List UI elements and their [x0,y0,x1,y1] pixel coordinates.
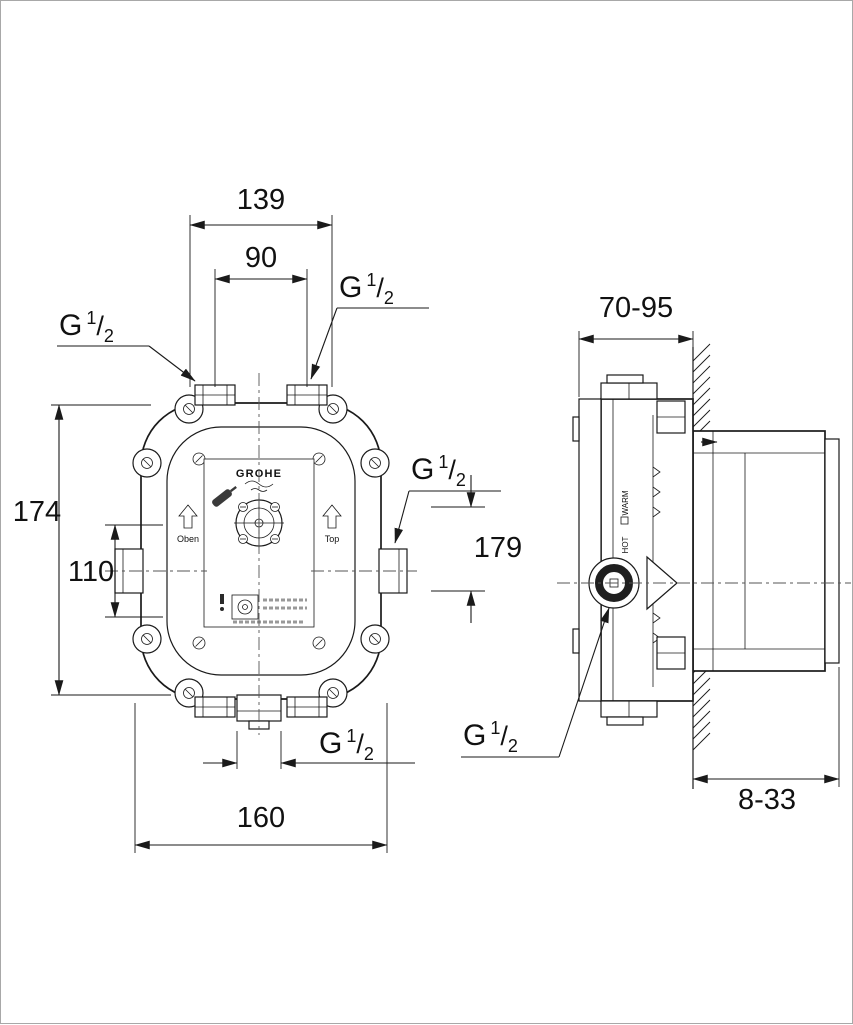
dim-70-95: 70-95 [578,292,694,397]
oben-label: Oben [177,534,199,544]
dim-90-label: 90 [245,242,277,274]
dim-139: 139 [189,184,333,387]
dim-90: 90 [214,242,308,387]
dim-174: 174 [13,404,171,696]
exclamation-icon [220,594,224,604]
brand-logo-text: GROHE [236,468,282,480]
embedded-housing [692,430,840,672]
hot-label: HOT [621,536,630,553]
dim-174-label: 174 [13,496,61,528]
warm-hot-marking: WARM HOT [620,490,630,553]
grohe-wave-icon [244,480,274,492]
marker-square-icon [620,516,629,525]
front-view: GROHE [105,373,417,735]
front-flange-plate [578,398,602,702]
top-label: Top [325,534,340,544]
drain-screw-box [231,594,259,620]
front-housing [572,374,694,726]
dim-139-label: 139 [237,184,285,216]
dim-110: 110 [68,524,163,618]
screwdriver-icon [212,485,237,507]
dim-160-label: 160 [237,802,285,834]
bottom-ports [194,694,328,730]
side-view: WARM HOT [557,343,851,789]
dim-110-label: 110 [68,556,114,588]
dim-160: 160 [134,703,388,853]
dim-8-33-label: 8-33 [738,784,796,816]
embedded-housing-body [692,430,826,672]
warm-label: WARM [621,490,630,515]
dim-70-95-label: 70-95 [599,292,673,324]
dim-179: 179 [431,475,522,623]
orientation-arrows: Oben Top [177,504,342,544]
top-ports [194,384,328,406]
housing-back-cap [824,438,840,664]
dim-8-33: 8-33 [692,667,840,816]
adjustment-teeth [652,466,661,644]
plate-lower-details [220,594,307,624]
dim-179-label: 179 [474,532,522,564]
